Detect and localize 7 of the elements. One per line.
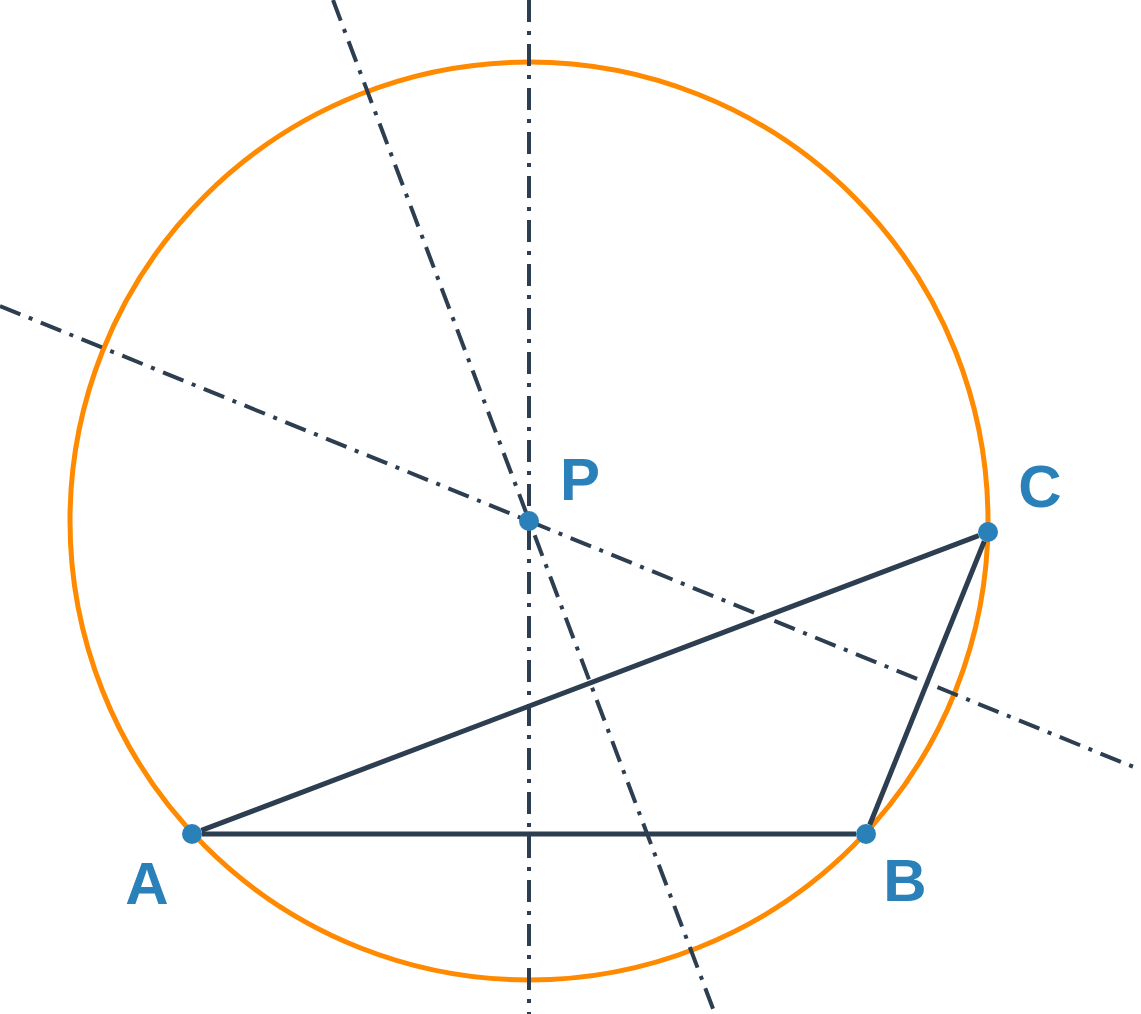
- point-label: C: [1018, 457, 1062, 517]
- triangle-side: [867, 540, 987, 826]
- point-label: P: [560, 450, 600, 510]
- point-label: B: [883, 851, 927, 911]
- point-label: A: [125, 854, 169, 914]
- triangle-side: [202, 831, 856, 837]
- triangle-side: [200, 533, 980, 833]
